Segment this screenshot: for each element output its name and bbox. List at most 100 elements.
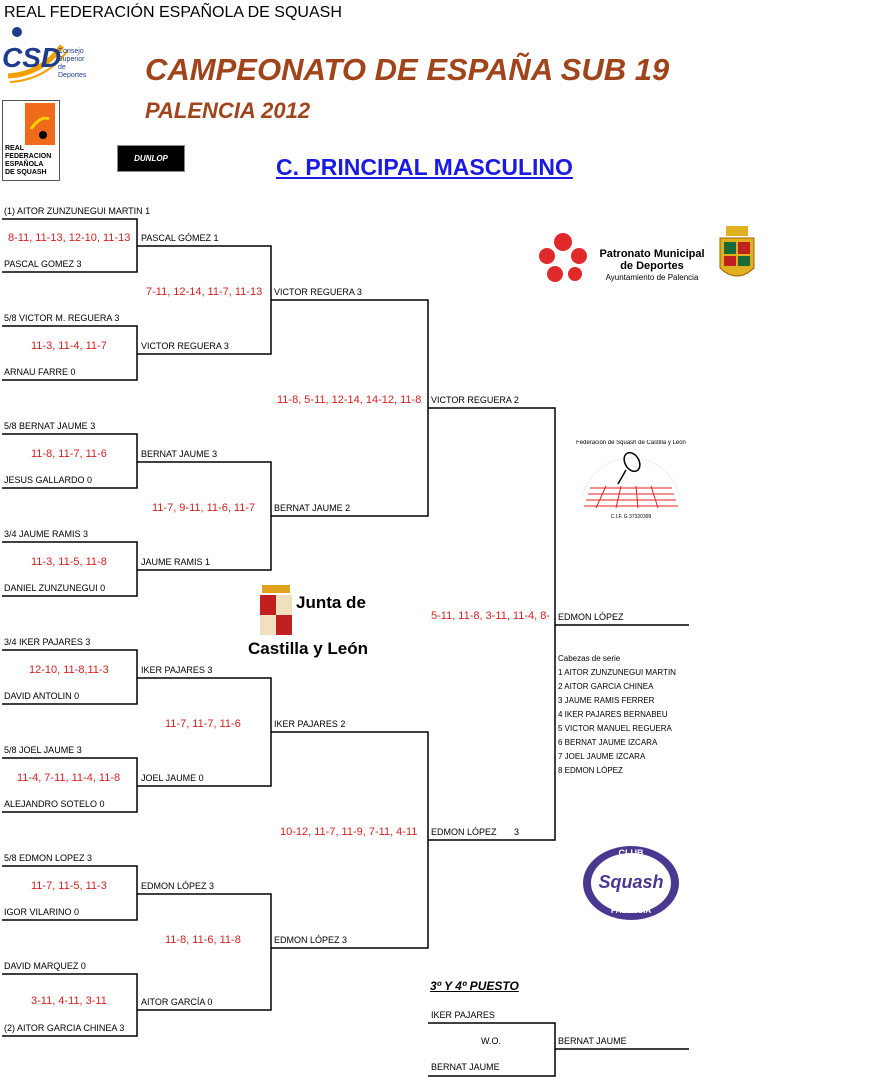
seed-item: 4 IKER PAJARES BERNABEU	[558, 710, 668, 719]
r1m4-winner: JAUME RAMIS 1	[141, 557, 211, 567]
r1m2-score: 11-3, 11-4, 11-7	[31, 340, 107, 352]
sf2-winner: EDMON LÓPEZ	[431, 827, 497, 837]
r1m1-winner: PASCAL GÓMEZ 1	[141, 233, 219, 243]
r1m5-score: 12-10, 11-8,11-3	[29, 664, 109, 676]
castilla-fed-text: Federación de Squash de Castilla y León	[576, 440, 686, 446]
sf1-score: 11-8, 5-11, 12-14, 14-12, 11-8	[277, 394, 422, 406]
junta-logo: Junta de Castilla y León	[246, 583, 381, 661]
r2m1-winner: VICTOR REGUERA 3	[274, 287, 362, 297]
csd-mark: CSD	[2, 42, 62, 73]
r2m1-score: 7-11, 12-14, 11-7, 11-13	[146, 286, 263, 298]
squash-ball-icon	[29, 116, 50, 139]
rfes-line4: DE SQUASH	[5, 169, 47, 176]
rfes-logo: REAL FEDERACION ESPAÑOLA DE SQUASH	[2, 100, 60, 181]
draw-title: C. PRINCIPAL MASCULINO	[276, 154, 573, 180]
venue-year: PALENCIA 2012	[145, 98, 311, 123]
club-emblem-icon	[583, 846, 679, 920]
r1m1-score: 8-11, 11-13, 12-10, 11-13	[8, 232, 131, 244]
r1m6-player1: 5/8 JOEL JAUME 3	[4, 745, 82, 755]
club-bottom: PALENCIA	[610, 906, 652, 915]
dunlop-logo: DUNLOP	[117, 145, 185, 172]
sf1-winner: VICTOR REGUERA 2	[431, 395, 519, 405]
r1m4-score: 11-3, 11-5, 11-8	[31, 556, 107, 568]
patronato-line1: Patronato Municipal	[599, 248, 705, 260]
r1m6-winner: JOEL JAUME 0	[141, 773, 204, 783]
rfes-line3: ESPAÑOLA	[5, 161, 44, 168]
csd-emblem-icon	[7, 27, 69, 83]
sf2-winner-extra: 3	[514, 827, 520, 837]
patronato-line3: Ayuntamiento de Palencia	[605, 273, 699, 282]
seed-item: 7 JOEL JAUME IZCARA	[558, 752, 646, 761]
club-middle: Squash	[598, 872, 664, 892]
seed-item: 8 EDMON LÓPEZ	[558, 766, 623, 775]
third-place-title: 3º Y 4º PUESTO	[430, 979, 519, 993]
csd-line3: Deportes	[58, 72, 87, 79]
patronato-logo: Patronato Municipal de Deportes Ayuntami…	[533, 224, 763, 290]
castilla-fed-cif: C.I.F. G 37320399	[610, 514, 652, 520]
r1m3-winner: BERNAT JAUME 3	[141, 449, 218, 459]
third-place-player1: IKER PAJARES	[431, 1010, 495, 1020]
r1m1-player1: (1) AITOR ZUNZUNEGUI MARTIN 1	[4, 206, 151, 216]
rfes-line2: FEDERACION	[5, 153, 52, 160]
r2m3-score: 11-7, 11-7, 11-6	[165, 718, 241, 730]
seed-item: 1 AITOR ZUNZUNEGUI MARTIN	[558, 668, 676, 677]
r1m5-winner: IKER PAJARES 3	[141, 665, 213, 675]
junta-shield-icon	[260, 585, 292, 635]
r1m7-winner: EDMON LÓPEZ 3	[141, 881, 215, 891]
third-place-winner: BERNAT JAUME	[558, 1036, 627, 1046]
r1m6-score: 11-4, 7-11, 11-4, 11-8	[17, 772, 121, 784]
r1m3-score: 11-8, 11-7, 11-6	[31, 448, 107, 460]
junta-line2: Castilla y León	[248, 639, 368, 658]
csd-logo: CSD Consejo Superior de Deportes	[2, 24, 92, 94]
palencia-shield-icon	[719, 226, 755, 277]
seed-item: 6 BERNAT JAUME IZCARA	[558, 738, 658, 747]
r1m8-winner: AITOR GARCÍA 0	[141, 997, 213, 1007]
flower-icon	[539, 233, 587, 282]
r1m8-score: 3-11, 4-11, 3-11	[31, 995, 107, 1007]
r1m2-player1: 5/8 VICTOR M. REGUERA 3	[4, 313, 120, 323]
r1m1-player2: PASCAL GOMEZ 3	[4, 259, 82, 269]
r1m2-winner: VICTOR REGUERA 3	[141, 341, 229, 351]
r1m6-player2: ALEJANDRO SOTELO 0	[4, 799, 105, 809]
squash-racket-icon	[581, 451, 681, 509]
third-place-player2: BERNAT JAUME	[431, 1062, 500, 1072]
seeds-list: Cabezas de serie 1 AITOR ZUNZUNEGUI MART…	[558, 652, 676, 778]
seeds-title: Cabezas de serie	[558, 654, 621, 663]
club-squash-palencia-logo: CLUB Squash PALENCIA	[581, 844, 681, 922]
r1m2-player2: ARNAU FARRE 0	[4, 367, 76, 377]
r1m8-player1: DAVID MARQUEZ 0	[4, 961, 86, 971]
seed-item: 5 VICTOR MANUEL REGUERA	[558, 724, 672, 733]
club-top: CLUB	[618, 848, 644, 858]
r1m5-player1: 3/4 IKER PAJARES 3	[4, 637, 91, 647]
third-place-result: W.O.	[481, 1036, 501, 1046]
patronato-line2: de Deportes	[620, 260, 684, 272]
r2m4-winner: EDMON LÓPEZ 3	[274, 935, 348, 945]
r1m5-player2: DAVID ANTOLIN 0	[4, 691, 80, 701]
r1m3-player1: 5/8 BERNAT JAUME 3	[4, 421, 96, 431]
seed-item: 2 AITOR GARCIA CHINEA	[558, 682, 654, 691]
r2m2-score: 11-7, 9-11, 11-6, 11-7	[152, 502, 256, 514]
r1m3-player2: JESUS GALLARDO 0	[4, 475, 93, 485]
r2m4-score: 11-8, 11-6, 11-8	[165, 934, 241, 946]
junta-line1: Junta de	[296, 593, 366, 612]
r1m7-player2: IGOR VILARINO 0	[4, 907, 80, 917]
r1m4-player1: 3/4 JAUME RAMIS 3	[4, 529, 89, 539]
r2m2-winner: BERNAT JAUME 2	[274, 503, 351, 513]
final-score: 5-11, 11-8, 3-11, 11-4, 8-	[431, 610, 551, 622]
r2m3-winner: IKER PAJARES 2	[274, 719, 346, 729]
dunlop-text: DUNLOP	[134, 154, 168, 163]
final-winner: EDMON LÓPEZ	[558, 612, 624, 622]
federation-title: REAL FEDERACIÓN ESPAÑOLA DE SQUASH	[4, 4, 342, 21]
sf2-score: 10-12, 11-7, 11-9, 7-11, 4-11	[280, 826, 418, 838]
csd-line2: Superior de	[58, 56, 85, 71]
r1m8-player2: (2) AITOR GARCIA CHINEA 3	[4, 1023, 125, 1033]
castilla-squash-federation-logo: Federación de Squash de Castilla y León …	[576, 438, 686, 524]
seed-item: 3 JAUME RAMIS FERRER	[558, 696, 655, 705]
r1m7-score: 11-7, 11-5, 11-3	[31, 880, 107, 892]
championship-title: CAMPEONATO DE ESPAÑA SUB 19	[145, 52, 670, 87]
r1m7-player1: 5/8 EDMON LOPEZ 3	[4, 853, 93, 863]
csd-line1: Consejo	[58, 48, 84, 55]
r1m4-player2: DANIEL ZUNZUNEGUI 0	[4, 583, 106, 593]
rfes-line1: REAL	[5, 145, 25, 152]
